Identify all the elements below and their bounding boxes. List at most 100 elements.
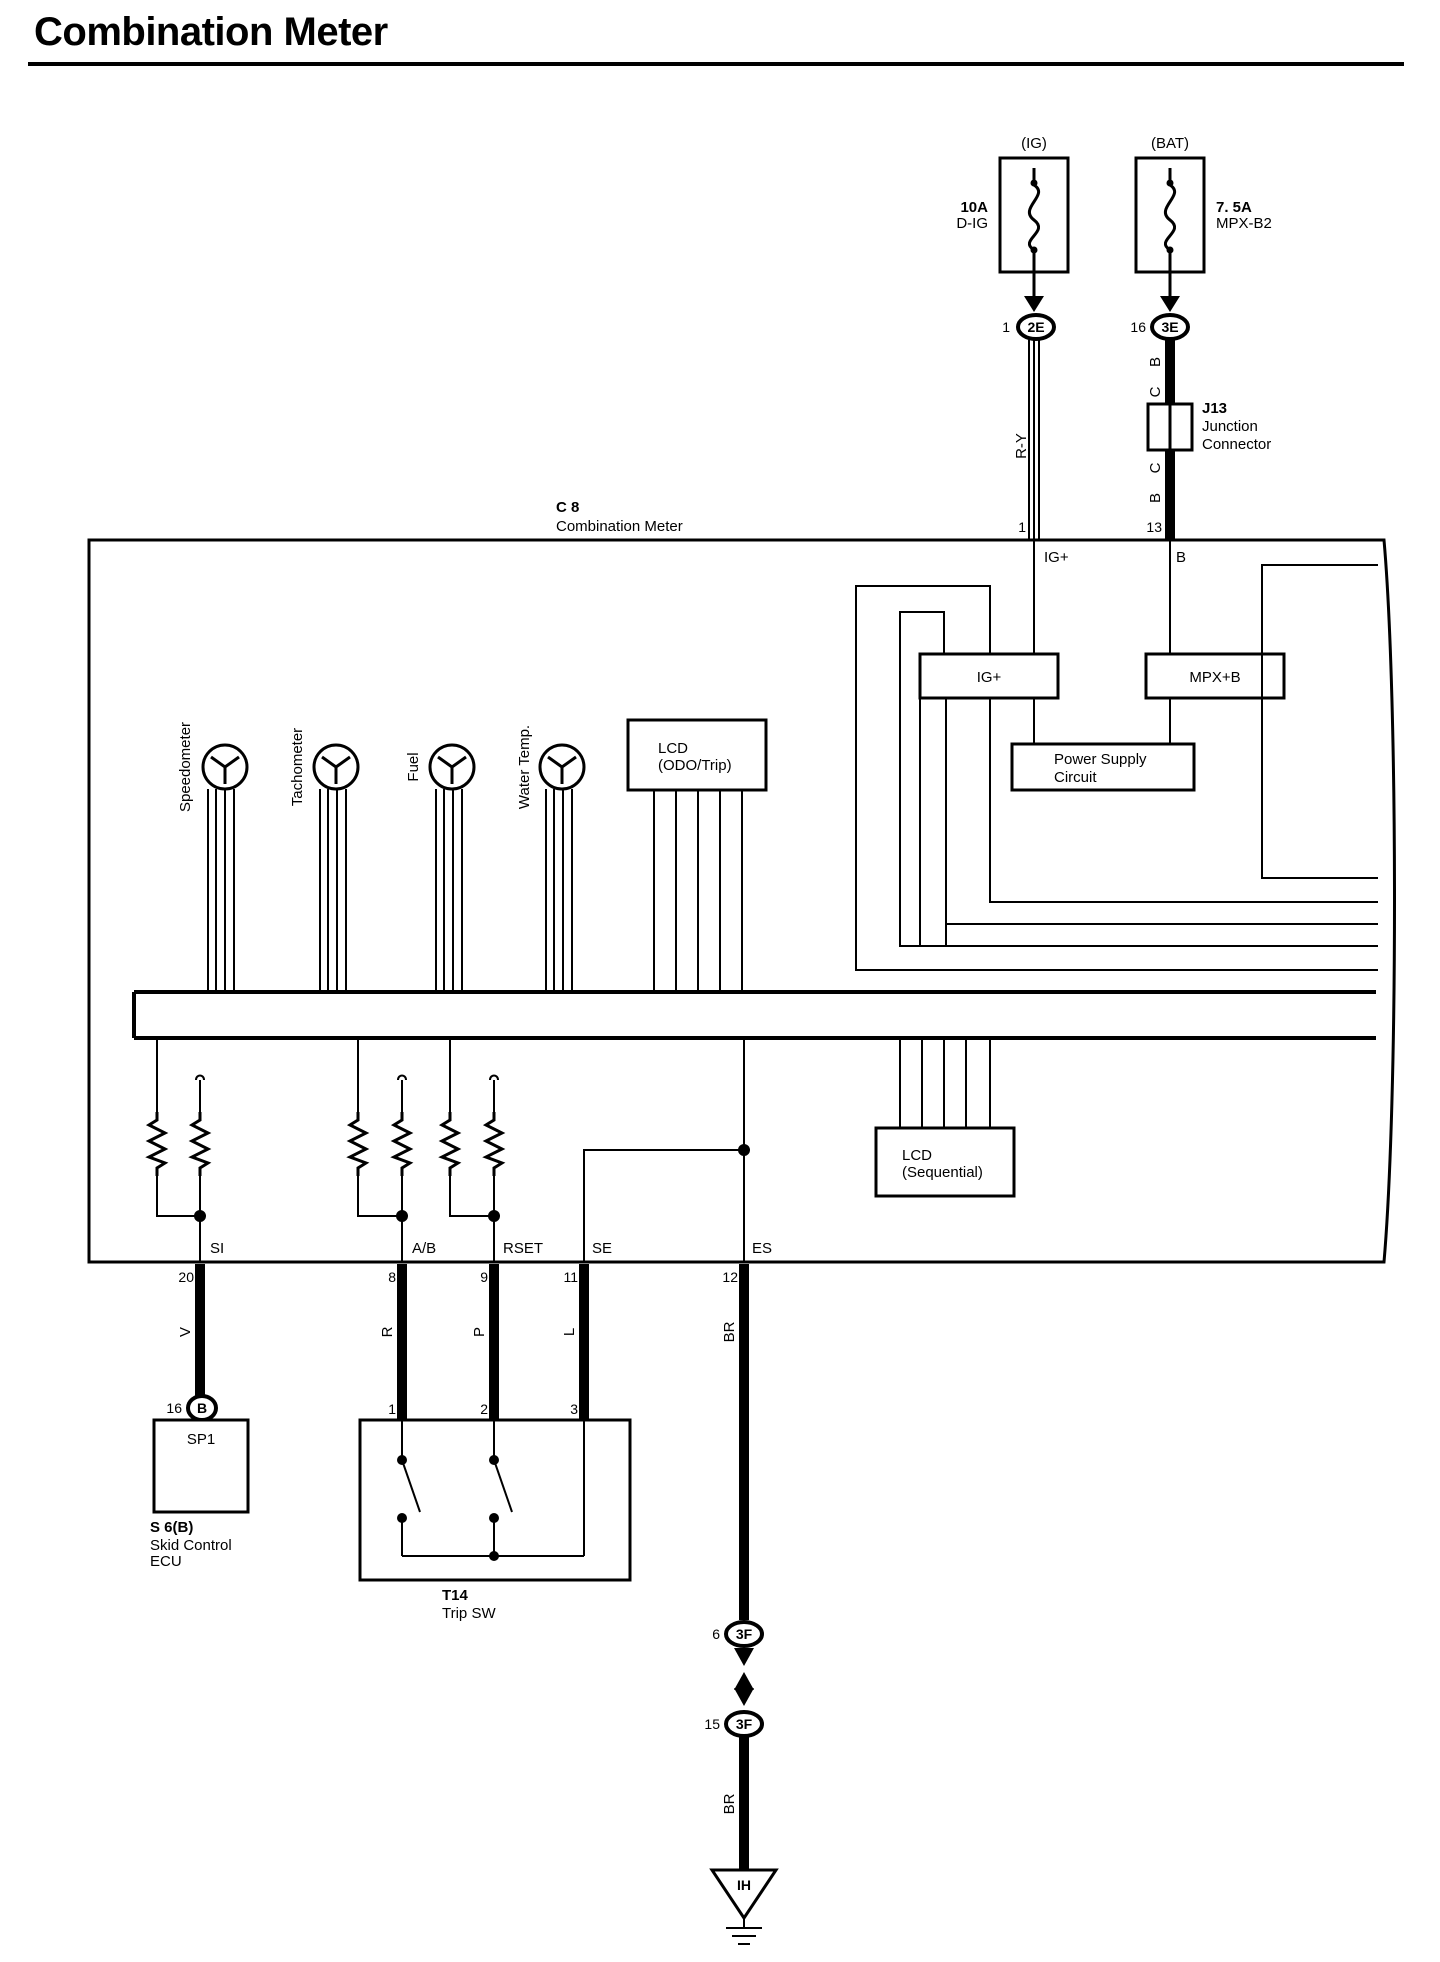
- svg-text:BR: BR: [721, 1321, 738, 1342]
- svg-text:20: 20: [178, 1269, 194, 1285]
- bottom-terminals: SI A/B RSET SE ES 20 8 9 11 12: [178, 1240, 772, 1285]
- fuse-ig-source: (IG): [1021, 135, 1047, 152]
- gauge-tachometer: Tachometer: [289, 728, 360, 990]
- internal-loops: [855, 564, 1378, 971]
- block-ig: IG+: [918, 652, 1060, 700]
- svg-text:Trip SW: Trip SW: [442, 1605, 496, 1622]
- svg-text:ES: ES: [752, 1240, 772, 1257]
- fuse-bat-rating: 7. 5A: [1216, 199, 1252, 216]
- fuse-bat-name: MPX-B2: [1216, 215, 1272, 232]
- gauges: Speedometer Tachometer Fuel Water Temp.: [177, 722, 586, 990]
- svg-text:Speedometer: Speedometer: [177, 722, 194, 812]
- svg-text:Skid Control: Skid Control: [150, 1537, 232, 1554]
- block-mpx: MPX+B: [1144, 652, 1286, 700]
- svg-text:15: 15: [704, 1716, 720, 1732]
- wire-colors: V R P L BR BR: [177, 1321, 738, 1814]
- svg-text:(ODO/Trip): (ODO/Trip): [658, 757, 732, 774]
- svg-text:Water Temp.: Water Temp.: [516, 725, 533, 809]
- svg-text:Power Supply: Power Supply: [1054, 751, 1147, 768]
- meter-box: [87, 538, 1396, 1264]
- power-supply-circuit: Power Supply Circuit: [1010, 698, 1196, 792]
- svg-text:B: B: [1176, 549, 1186, 566]
- svg-text:1: 1: [1018, 519, 1026, 535]
- svg-text:3F: 3F: [736, 1716, 753, 1732]
- svg-text:LCD: LCD: [658, 740, 688, 757]
- svg-text:Tachometer: Tachometer: [289, 728, 306, 806]
- svg-text:9: 9: [480, 1269, 488, 1285]
- svg-text:16: 16: [1130, 319, 1146, 335]
- svg-text:(Sequential): (Sequential): [902, 1164, 983, 1181]
- svg-text:13: 13: [1146, 519, 1162, 535]
- svg-text:SI: SI: [210, 1240, 224, 1257]
- svg-text:T14: T14: [442, 1587, 469, 1604]
- svg-text:11: 11: [563, 1269, 578, 1285]
- svg-text:3E: 3E: [1161, 319, 1178, 335]
- svg-text:C: C: [1147, 386, 1164, 397]
- page-title: Combination Meter: [34, 10, 388, 54]
- gauge-water-temp: Water Temp.: [516, 725, 586, 990]
- fuse-bat: (BAT) 7. 5A MPX-B2: [1134, 135, 1272, 274]
- fuse-arrows: [1024, 250, 1180, 312]
- bus-bar: [132, 990, 1376, 1040]
- svg-text:C: C: [1147, 462, 1164, 473]
- fuse-bat-source: (BAT): [1151, 135, 1189, 152]
- resistor-networks: [147, 1038, 750, 1262]
- svg-text:R: R: [379, 1326, 396, 1337]
- svg-text:S 6(B): S 6(B): [150, 1519, 193, 1536]
- fuse-ig: (IG) 10A D-IG: [956, 135, 1070, 274]
- trip-switch: 1 2 3 T14 Trip SW: [358, 1401, 632, 1622]
- svg-text:6: 6: [712, 1626, 720, 1642]
- svg-text:2: 2: [480, 1401, 488, 1417]
- svg-text:A/B: A/B: [412, 1240, 436, 1257]
- fuse-ig-name: D-IG: [956, 215, 988, 232]
- svg-text:LCD: LCD: [902, 1147, 932, 1164]
- svg-text:16: 16: [166, 1400, 182, 1416]
- skid-control-ecu: B 16 SP1 S 6(B) Skid Control ECU: [150, 1394, 250, 1570]
- connector-3e: 3E 16: [1130, 313, 1190, 341]
- fuse-ig-rating: 10A: [960, 199, 988, 216]
- svg-text:L: L: [561, 1328, 578, 1336]
- svg-text:2E: 2E: [1027, 319, 1044, 335]
- svg-text:P: P: [471, 1327, 488, 1337]
- connector-3f-top: 3F 6: [712, 1620, 764, 1690]
- svg-text:B: B: [197, 1400, 207, 1416]
- svg-text:Connector: Connector: [1202, 436, 1271, 453]
- svg-text:MPX+B: MPX+B: [1189, 669, 1240, 686]
- connector-2e: 2E 1: [1002, 313, 1056, 341]
- svg-text:3: 3: [570, 1401, 578, 1417]
- gauge-fuel: Fuel: [405, 743, 476, 990]
- svg-text:Junction: Junction: [1202, 418, 1258, 435]
- svg-text:IH: IH: [737, 1877, 751, 1893]
- meter-id: C 8: [556, 499, 579, 516]
- svg-text:IG+: IG+: [977, 669, 1002, 686]
- svg-text:Circuit: Circuit: [1054, 769, 1097, 786]
- gauge-speedometer: Speedometer: [177, 722, 249, 990]
- svg-text:B: B: [1147, 357, 1164, 367]
- svg-text:V: V: [177, 1327, 194, 1337]
- lcd-sequential: LCD (Sequential): [874, 1038, 1016, 1198]
- svg-text:Fuel: Fuel: [405, 752, 422, 781]
- svg-text:SP1: SP1: [187, 1431, 215, 1448]
- wire-r-y: R-Y: [1013, 340, 1040, 540]
- svg-text:RSET: RSET: [503, 1240, 543, 1257]
- svg-text:IG+: IG+: [1044, 549, 1069, 566]
- meter-name: Combination Meter: [556, 518, 683, 535]
- wire-b: B C C B J13 Junction Connector: [1146, 340, 1271, 540]
- title-rule: [28, 62, 1404, 66]
- svg-text:12: 12: [722, 1269, 738, 1285]
- junction-id: J13: [1202, 400, 1227, 417]
- svg-text:SE: SE: [592, 1240, 612, 1257]
- external-wires: [195, 1264, 749, 1870]
- svg-text:1: 1: [1002, 319, 1010, 335]
- svg-text:8: 8: [388, 1269, 396, 1285]
- connector-3f-bottom: 3F 15: [704, 1688, 764, 1738]
- ground-symbol: IH: [709, 1868, 779, 1945]
- svg-text:BR: BR: [721, 1793, 738, 1814]
- svg-text:3F: 3F: [736, 1626, 753, 1642]
- svg-text:B: B: [1147, 493, 1164, 503]
- lcd-odo-trip: LCD (ODO/Trip): [626, 718, 768, 990]
- svg-text:R-Y: R-Y: [1013, 433, 1030, 459]
- svg-text:ECU: ECU: [150, 1553, 182, 1570]
- svg-text:1: 1: [388, 1401, 396, 1417]
